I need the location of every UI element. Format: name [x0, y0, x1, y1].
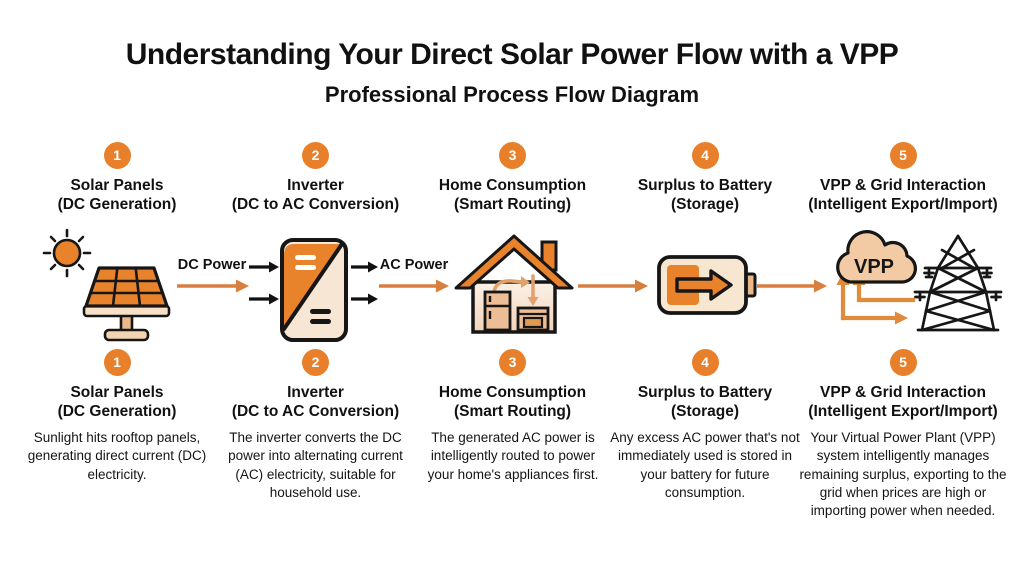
step1-number-badge: 1: [103, 349, 131, 376]
step4-qualifier: (Storage): [670, 403, 740, 420]
step3-qualifier: (Smart Routing): [453, 403, 572, 420]
step1-title: Solar Panels: [70, 177, 164, 194]
dc-power-flow-arrow-icon: [177, 279, 249, 293]
step3-title: Home Consumption: [438, 177, 587, 194]
battery-charging-icon: [657, 255, 757, 315]
step4-number-badge: 4: [691, 142, 719, 169]
step3-top-label: 3 Home Consumption (Smart Routing): [410, 142, 615, 214]
step1-description: Sunlight hits rooftop panels, generating…: [27, 430, 207, 482]
step2-title: Inverter: [287, 177, 344, 194]
step4-title: Surplus to Battery: [637, 384, 773, 401]
step4-description: Any excess AC power that's not immediate…: [610, 430, 800, 501]
step2-bottom-label: 2 Inverter (DC to AC Conversion): [213, 349, 418, 421]
step1-number-badge: 1: [103, 142, 131, 169]
step4-top-label: 4 Surplus to Battery (Storage): [600, 142, 810, 214]
step5-qualifier: (Intelligent Export/Import): [808, 403, 998, 420]
step3-qualifier: (Smart Routing): [453, 196, 572, 213]
step5-bottom-label: 5 VPP & Grid Interaction (Intelligent Ex…: [790, 349, 1016, 421]
ac-power-flow-arrow-icon: [379, 279, 449, 293]
step3-number-badge: 3: [499, 142, 526, 169]
step2-description: The inverter converts the DC power into …: [228, 430, 403, 501]
step3-title: Home Consumption: [438, 384, 587, 401]
ac-power-label: AC Power: [379, 257, 449, 273]
battery-to-vpp-flow-arrow-icon: [757, 279, 827, 293]
step2-qualifier: (DC to AC Conversion): [231, 196, 400, 213]
step2-title: Inverter: [287, 384, 344, 401]
inverter-icon: [249, 238, 378, 342]
vpp-cloud-and-grid-tower-icon: VPP: [836, 230, 1003, 332]
dc-power-label: DC Power: [177, 257, 247, 273]
step3-number-badge: 3: [499, 349, 526, 376]
step1-top-label: 1 Solar Panels (DC Generation): [12, 142, 222, 214]
house-to-battery-flow-arrow-icon: [578, 279, 648, 293]
step2-qualifier: (DC to AC Conversion): [231, 403, 400, 420]
step5-top-label: 5 VPP & Grid Interaction (Intelligent Ex…: [790, 142, 1016, 214]
step1-bottom-label: 1 Solar Panels (DC Generation): [12, 349, 222, 421]
page-subtitle: Professional Process Flow Diagram: [324, 82, 700, 107]
step5-title: VPP & Grid Interaction: [820, 384, 986, 401]
step1-qualifier: (DC Generation): [57, 403, 177, 420]
step4-title: Surplus to Battery: [637, 177, 773, 194]
page-title: Understanding Your Direct Solar Power Fl…: [125, 38, 899, 71]
step5-title: VPP & Grid Interaction: [820, 177, 986, 194]
step2-number-badge: 2: [302, 349, 329, 376]
step5-qualifier: (Intelligent Export/Import): [808, 196, 998, 213]
vpp-cloud-label: VPP: [854, 256, 894, 278]
step4-number-badge: 4: [691, 349, 719, 376]
step4-bottom-label: 4 Surplus to Battery (Storage): [600, 349, 810, 421]
step4-qualifier: (Storage): [670, 196, 740, 213]
step1-qualifier: (DC Generation): [57, 196, 177, 213]
sun-and-solar-panel-icon: [42, 228, 171, 342]
step3-description: The generated AC power is intelligently …: [427, 430, 599, 482]
step1-title: Solar Panels: [70, 384, 164, 401]
step5-number-badge: 5: [889, 142, 917, 169]
step3-bottom-label: 3 Home Consumption (Smart Routing): [410, 349, 615, 421]
step2-number-badge: 2: [302, 142, 329, 169]
step5-description: Your Virtual Power Plant (VPP) system in…: [799, 430, 1007, 519]
house-appliances-icon: [454, 234, 574, 334]
step5-number-badge: 5: [889, 349, 917, 376]
step2-top-label: 2 Inverter (DC to AC Conversion): [213, 142, 418, 214]
